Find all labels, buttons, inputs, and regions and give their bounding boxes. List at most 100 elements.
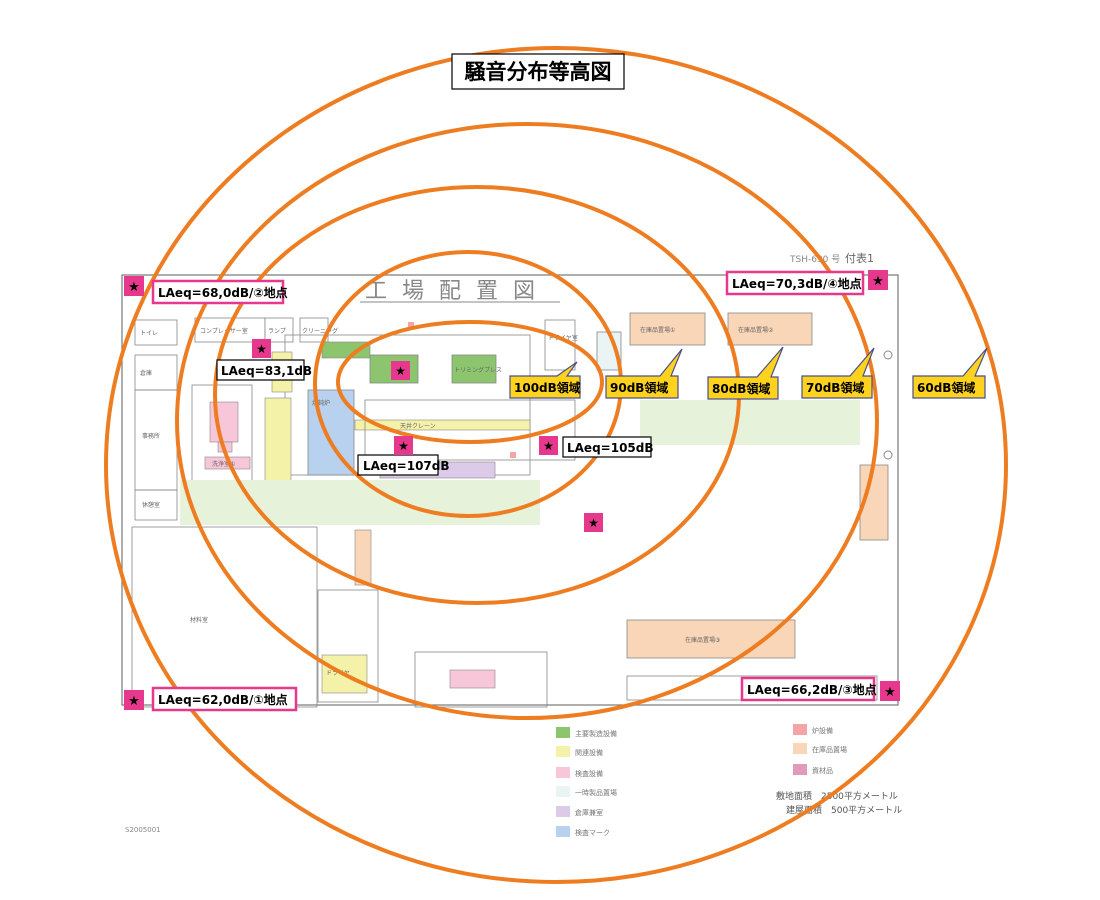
contour-70db: [175, 122, 879, 720]
doc-ref: TSH-630 号: [789, 254, 840, 265]
room-trimming-label: トリミングプレス: [454, 366, 502, 374]
callout-90db-label: 90dB領域: [610, 380, 668, 395]
star-icon: ★: [128, 694, 140, 709]
callout-60db: 60dB領域: [912, 347, 988, 399]
callout-70db-shape: [801, 347, 875, 399]
measurement-m105-box: [562, 436, 652, 458]
contour-callouts: 100dB領域 90dB領域 80dB領域 70dB領域 60dB領域: [509, 346, 988, 400]
room-material-label: 材料室: [190, 616, 208, 624]
room-break: [134, 489, 178, 521]
callout-60db-label: 60dB領域: [917, 380, 975, 395]
room-office-label: 事務所: [142, 432, 160, 440]
plan-gate-b: [883, 450, 893, 460]
star-marker-m107: ★: [394, 436, 413, 455]
star-marker-p1-bg: [124, 690, 144, 710]
legend-label-3: 検査設備: [575, 769, 603, 778]
star-icon: ★: [398, 439, 409, 453]
callout-90db-shape: [605, 348, 683, 399]
orange-vertical-area: [354, 529, 372, 586]
star-icon: ★: [543, 439, 554, 453]
product1-label: 在庫品置場①: [640, 326, 675, 334]
measurement-p4-box: [725, 270, 865, 296]
callout-80db-label: 80dB領域: [712, 381, 770, 396]
star-marker-p3-bg: [880, 681, 900, 701]
star-icon: ★: [588, 516, 599, 530]
measurement-p2-box: [151, 279, 285, 305]
legend-swatch-r1: [793, 724, 807, 735]
measurement-points: ★ ★ ★ ★ ★ ★ ★ ★: [124, 270, 900, 710]
room-toilet: [134, 319, 178, 346]
legend-label-2: 関連設備: [575, 748, 603, 757]
star-icon: ★: [872, 274, 884, 289]
measurement-p1: LAeq=62,0dB/①地点: [158, 692, 288, 707]
legend-swatch-3: [556, 767, 570, 778]
legend-swatch-2: [556, 746, 570, 757]
measurement-p1-box: [151, 686, 298, 712]
callout-80db: 80dB領域: [707, 346, 784, 400]
inspection-room: [414, 651, 548, 708]
green-equipment-trimming: [451, 354, 497, 384]
legend-label-r3: 資材品: [812, 766, 833, 775]
callout-80db-shape: [707, 346, 784, 400]
room-lamp-label: ランプ: [268, 328, 286, 335]
star-marker-m107-bg: [394, 436, 413, 455]
room-crane-label: 天井クレーン: [400, 422, 436, 430]
measurement-m83: LAeq=83,1dB: [221, 364, 312, 378]
room-compressor-label: コンプレッサー室: [200, 327, 248, 335]
room-break-label: 休憩室: [142, 501, 160, 509]
callout-60db-shape: [912, 347, 988, 399]
star-icon: ★: [256, 342, 267, 356]
map-title: 騒音分布等高図: [465, 60, 612, 84]
room-toilet-label: トイレ: [140, 330, 158, 337]
star-marker-yard: ★: [584, 513, 603, 532]
contour-60db: [104, 46, 1008, 884]
legend-swatch-1: [556, 727, 570, 738]
measurement-labels: LAeq=68,0dB/②地点 LAeq=70,3dB/④地点 LAeq=62,…: [151, 270, 877, 712]
measurement-p3: LAeq=66,2dB/③地点: [747, 682, 877, 697]
star-marker-m83-bg: [252, 339, 271, 358]
legend-label-r2: 在庫品置場: [812, 745, 847, 754]
product-area-2: [727, 312, 813, 346]
star-marker-p3: ★: [880, 681, 900, 701]
callout-90db: 90dB領域: [605, 348, 683, 399]
star-marker-m105: ★: [539, 436, 558, 455]
page-code: S2005001: [125, 826, 161, 834]
plan-gate-a: [883, 350, 893, 360]
callout-100db-label: 100dB領域: [514, 380, 581, 395]
plan-title: 工 場 配 置 図: [365, 279, 539, 304]
small-red-marker-b: [510, 452, 516, 458]
factory-floor-plan: 工 場 配 置 図 TSH-630 号 付表1 トイレ 倉庫 事務所 休憩室 コ…: [121, 251, 899, 834]
measurement-p4: LAeq=70,3dB/④地点: [732, 276, 862, 291]
green-band-right: [640, 400, 860, 445]
star-marker-press-bg: [391, 361, 410, 380]
legend-label-r1: 炉設備: [812, 726, 833, 735]
site-area: 敷地面積 2500平方メートル: [776, 790, 898, 802]
product-area-1: [629, 312, 706, 346]
legend-swatch-4: [556, 786, 570, 797]
title-box: [451, 53, 625, 90]
star-marker-m105-bg: [539, 436, 558, 455]
room-anneal-label: 焼鈍炉: [312, 399, 330, 407]
star-icon: ★: [128, 280, 140, 295]
room-wash-label: 洗浄室①: [212, 460, 235, 468]
room-dryer-label: ドライヤ: [326, 670, 350, 677]
room-storage-label: 倉庫: [140, 369, 152, 377]
measurement-m105: LAeq=105dB: [567, 441, 654, 455]
star-marker-p1: ★: [124, 690, 144, 710]
legend-swatch-5: [556, 806, 570, 817]
legend-swatch-r2: [793, 743, 807, 754]
small-red-marker-a: [408, 322, 414, 328]
star-marker-yard-bg: [584, 513, 603, 532]
star-icon: ★: [884, 685, 896, 700]
callout-70db: 70dB領域: [801, 347, 875, 399]
product2-label: 在庫品置場②: [738, 326, 774, 334]
callout-100db-shape: [509, 361, 581, 399]
contour-100db: [336, 320, 604, 444]
measurement-m107: LAeq=107dB: [363, 459, 450, 473]
green-equipment-small: [321, 341, 371, 359]
legend-label-5: 倉庫兼室: [575, 808, 603, 817]
crane-rail: [354, 419, 531, 431]
room-cleaning-label: クリーニング: [302, 327, 338, 335]
room-lamp: [264, 317, 294, 343]
measurement-p3-box: [740, 676, 876, 702]
